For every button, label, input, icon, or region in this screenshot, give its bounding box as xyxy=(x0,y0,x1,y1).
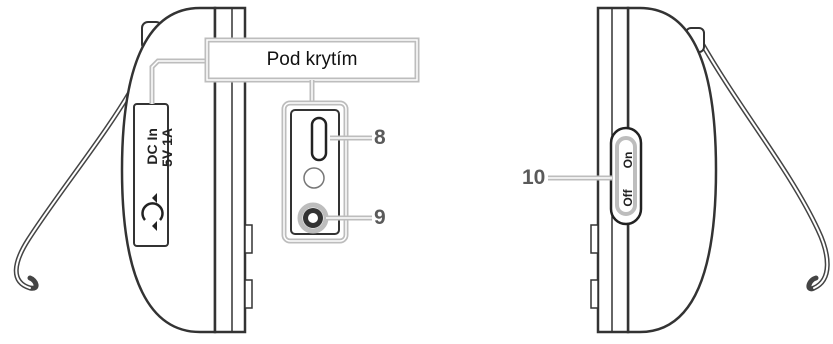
label-8: 8 xyxy=(374,126,386,149)
usb-port xyxy=(310,116,328,162)
dc-in-panel xyxy=(133,103,169,247)
callout-title: Pod krytím xyxy=(266,49,358,70)
switch-off-label: Off xyxy=(621,188,635,206)
label-10: 10 xyxy=(522,166,546,189)
switch-on-label: On xyxy=(621,152,635,169)
right-stand-wire xyxy=(697,37,830,292)
dc-in-label: DC In xyxy=(144,128,160,165)
right-body xyxy=(626,6,718,334)
right-side-view xyxy=(548,6,830,334)
label-9: 9 xyxy=(374,206,386,229)
headphone-icon xyxy=(141,193,164,231)
dc-voltage-label: 5V 1A xyxy=(159,128,175,167)
left-side-view xyxy=(13,6,420,334)
